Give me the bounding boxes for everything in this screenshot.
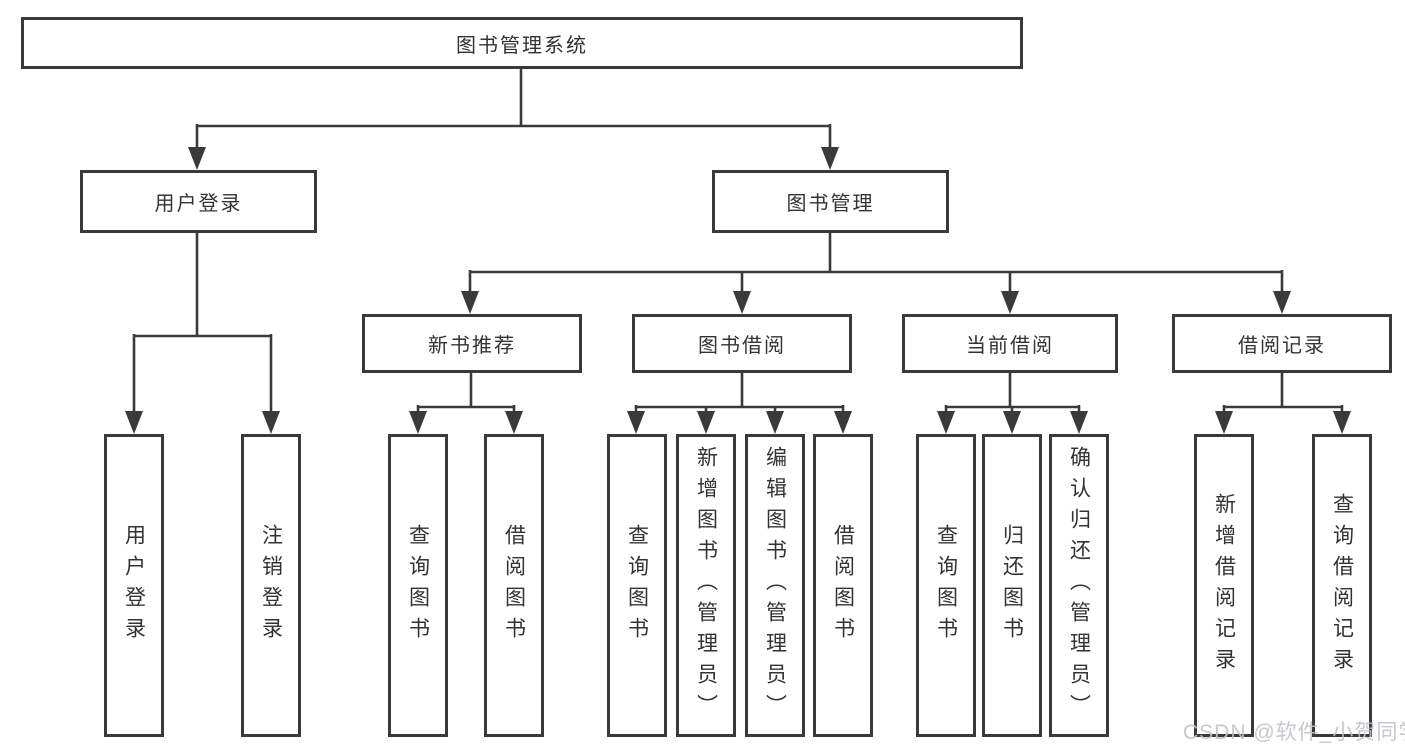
leaf-query-books-2: 查询图书 (607, 434, 667, 737)
leaf-query-books-3: 查询图书 (916, 434, 976, 737)
leaf-add-borrow-record: 新增借阅记录 (1194, 434, 1254, 737)
leaf-user-login: 用户登录 (104, 434, 164, 737)
leaf-confirm-return-admin: 确认归还（管理员） (1049, 434, 1109, 737)
leaf-borrow-books-2: 借阅图书 (813, 434, 873, 737)
node-book-management: 图书管理 (712, 170, 949, 233)
leaf-query-books-1: 查询图书 (388, 434, 448, 737)
node-book-borrow: 图书借阅 (632, 314, 852, 373)
node-root-system: 图书管理系统 (21, 17, 1023, 69)
node-current-borrow: 当前借阅 (902, 314, 1118, 373)
arrowhead-icons (125, 147, 1351, 434)
node-user-login: 用户登录 (80, 170, 317, 233)
leaf-return-books: 归还图书 (982, 434, 1042, 737)
leaf-logout: 注销登录 (241, 434, 301, 737)
leaf-edit-books-admin: 编辑图书（管理员） (745, 434, 805, 737)
leaf-query-borrow-record: 查询借阅记录 (1312, 434, 1372, 737)
node-borrow-records: 借阅记录 (1172, 314, 1392, 373)
node-new-book-recommend: 新书推荐 (362, 314, 582, 373)
leaf-borrow-books-1: 借阅图书 (484, 434, 544, 737)
leaf-add-books-admin: 新增图书（管理员） (676, 434, 736, 737)
